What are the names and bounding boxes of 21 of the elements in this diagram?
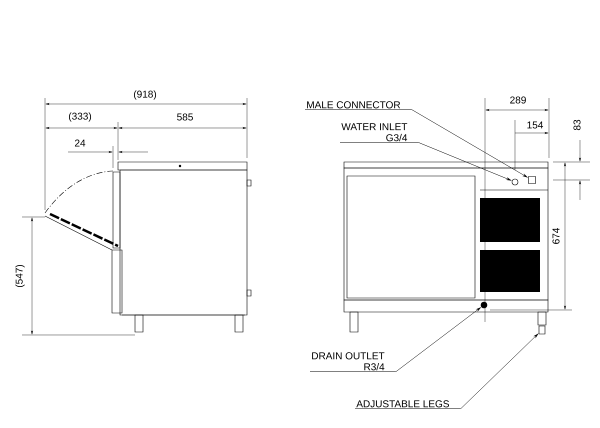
- dimension-label: 24: [74, 140, 86, 146]
- leader-text: MALE CONNECTOR: [307, 101, 400, 108]
- leader-line: [304, 109, 528, 178]
- leader-text: DRAIN OUTLET R3/4: [312, 352, 384, 370]
- dimension-label: (918): [134, 90, 156, 100]
- dimension-label: 289: [510, 96, 526, 104]
- leader-line: [310, 307, 481, 372]
- leader-line: [354, 334, 538, 409]
- fitting: [512, 178, 518, 186]
- leg-foot: [538, 326, 546, 334]
- dimension-label: 674: [552, 228, 560, 244]
- dimension-label: 154: [527, 122, 544, 128]
- leader-line: [340, 142, 512, 181]
- dimension-label: (547): [15, 264, 25, 288]
- dimension-label: (333): [68, 112, 92, 122]
- leader-text: WATER INLET G3/4: [341, 123, 408, 142]
- fitting: [480, 302, 488, 308]
- part-connector: [528, 176, 536, 184]
- leader-text: ADJUSTABLE LEGS: [356, 400, 449, 408]
- dimension-label: 585: [177, 113, 193, 121]
- dimension-label: 83: [573, 120, 581, 130]
